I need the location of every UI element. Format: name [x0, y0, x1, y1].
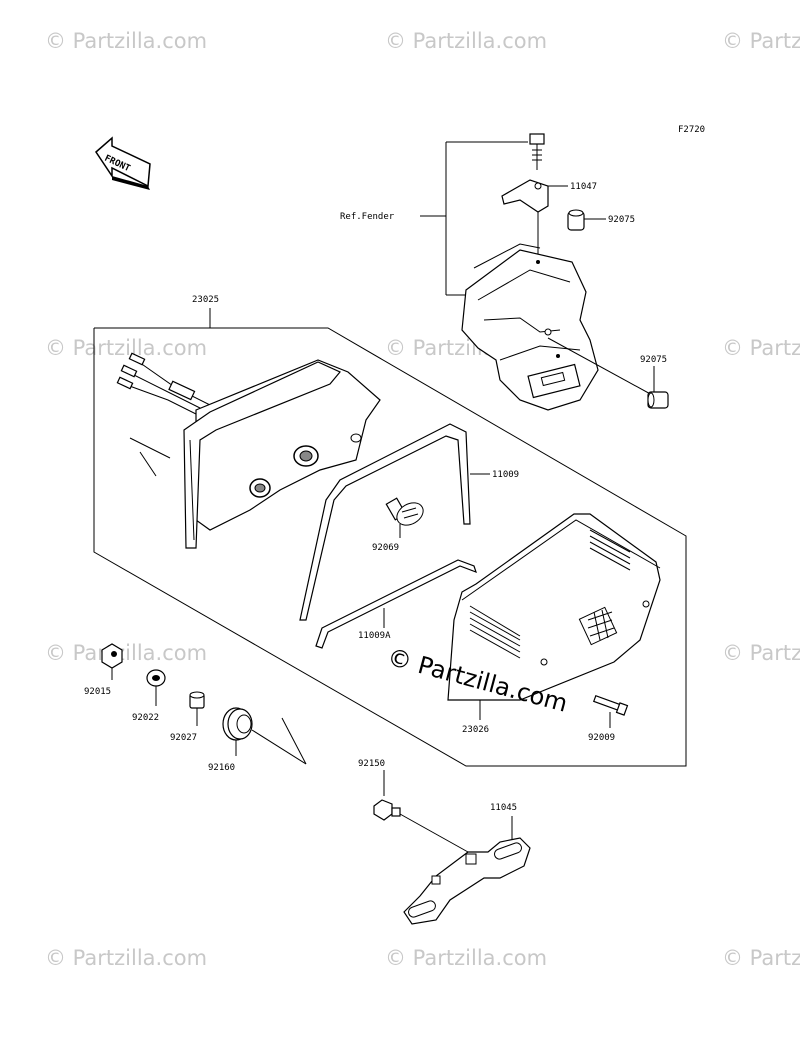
watermark: © Partzilla.com	[45, 641, 207, 665]
bolt-92150: 92150	[358, 759, 469, 853]
part-label-92150: 92150	[358, 759, 385, 769]
part-label-92069: 92069	[372, 543, 399, 553]
watermark: © Partzilla.com	[45, 29, 207, 53]
cap-92075-upper: 92075	[567, 209, 635, 231]
grommet-92160: 92160	[208, 707, 307, 773]
stay-11047: 11047	[501, 179, 597, 213]
screw-92009: 92009	[588, 694, 629, 743]
watermark: © Partzilla.com	[722, 336, 800, 360]
part-label-11047: 11047	[570, 182, 597, 192]
watermark: © Partzilla.com	[722, 29, 800, 53]
figure-code: F2720	[678, 125, 705, 135]
ref-fender-label: Ref.Fender	[340, 212, 395, 222]
gasket-11009: 11009	[299, 423, 519, 621]
watermark: © Partzilla.com	[722, 641, 800, 665]
watermark: © Partzilla.com	[45, 946, 207, 970]
part-label-92009: 92009	[588, 733, 615, 743]
part-label-92075-upper: 92075	[608, 215, 635, 225]
front-arrow-icon: FRONT	[95, 136, 151, 190]
lamp-housing	[129, 359, 381, 549]
part-label-92022: 92022	[132, 713, 159, 723]
watermark: © Partzilla.com	[385, 29, 547, 53]
watermarks: © Partzilla.com © Partzilla.com © Partzi…	[45, 29, 800, 970]
part-label-23026: 23026	[462, 725, 489, 735]
nut-92015: 92015	[84, 643, 123, 697]
watermark: © Partzilla.com	[385, 946, 547, 970]
collar-92027: 92027	[170, 691, 205, 743]
part-label-92027: 92027	[170, 733, 197, 743]
rear-fender	[461, 243, 599, 411]
gasket-11009a: 11009A	[315, 559, 477, 649]
part-label-92015: 92015	[84, 687, 111, 697]
part-label-11009a: 11009A	[358, 631, 391, 641]
part-label-23025: 23025	[192, 295, 219, 305]
ref-fender-bracket: Ref.Fender	[340, 141, 528, 296]
washer-92022: 92022	[132, 669, 166, 723]
part-label-92160: 92160	[208, 763, 235, 773]
part-label-11009: 11009	[492, 470, 519, 480]
cap-92075-lower: 92075	[547, 337, 669, 409]
watermark: © Partzilla.com	[722, 946, 800, 970]
watermark: © Partzilla.com	[45, 336, 207, 360]
lens-23026: 23026	[447, 513, 661, 735]
top-bolt	[529, 133, 545, 170]
part-label-92075-lower: 92075	[640, 355, 667, 365]
assembly-outline-23025: 23025	[93, 295, 687, 767]
part-label-11045: 11045	[490, 803, 517, 813]
bulb-92069: 92069	[372, 497, 424, 553]
bracket-11045: 11045	[403, 803, 531, 925]
